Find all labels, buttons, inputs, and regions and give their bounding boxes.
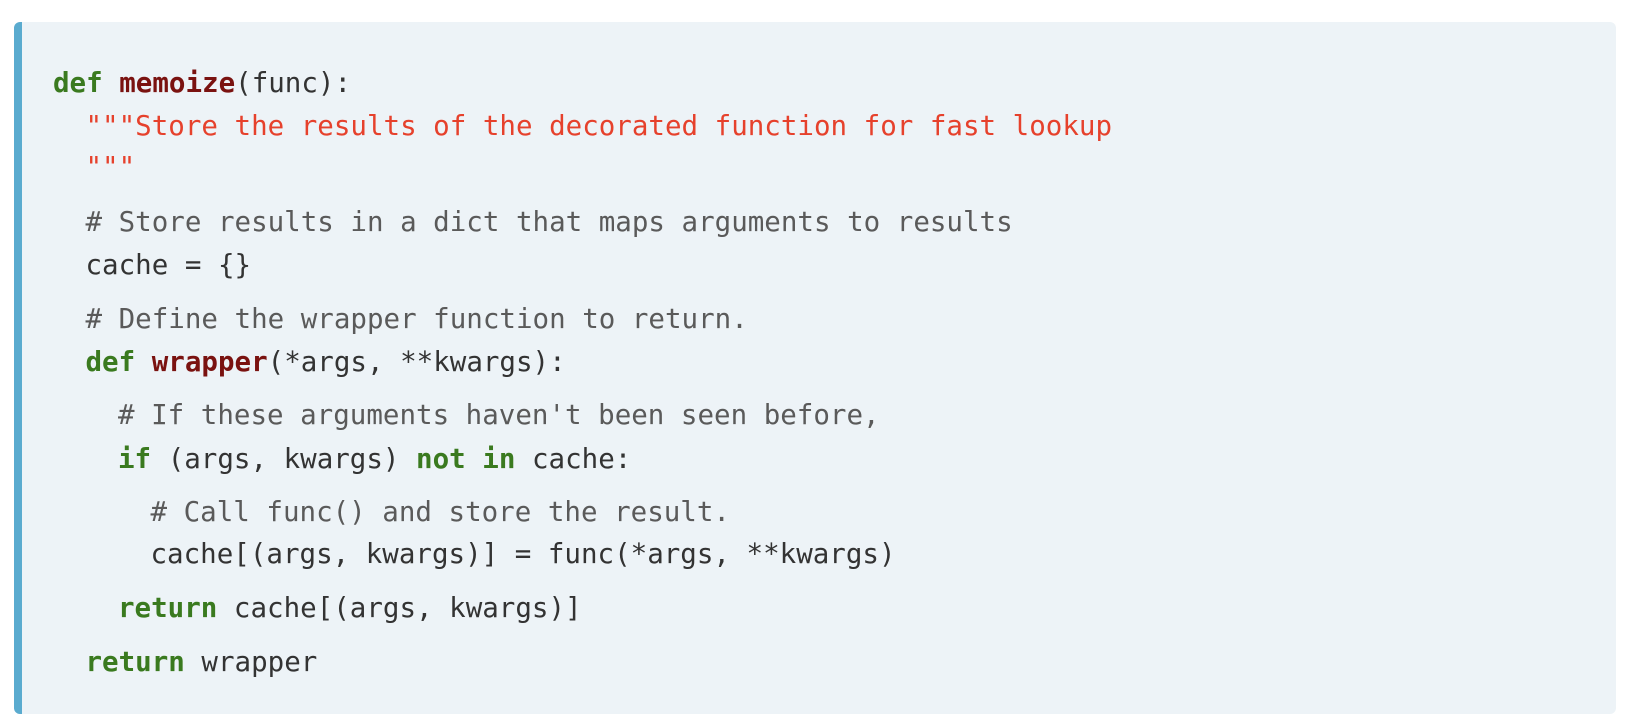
code-line-2: """Store the results of the decorated fu… (53, 106, 1113, 146)
keyword-def: def (53, 67, 103, 99)
docstring-end: """ (85, 151, 136, 183)
comment: # Store results in a dict that maps argu… (85, 206, 1013, 238)
code-line-9: if (args, kwargs) not in cache: (53, 439, 631, 479)
function-name-wrapper: wrapper (151, 346, 268, 378)
keyword-return: return (85, 646, 185, 678)
code-text: cache[(args, kwargs)] (233, 592, 582, 624)
comment: # Define the wrapper function to return. (85, 303, 748, 335)
comment: # Call func() and store the result. (150, 496, 730, 528)
keyword-if: if (118, 443, 152, 475)
code-line-11: cache[(args, kwargs)] = func(*args, **kw… (53, 534, 896, 574)
code-line-12: return cache[(args, kwargs)] (53, 588, 582, 628)
code-text: cache[(args, kwargs)] = func(*args, **kw… (150, 538, 896, 570)
code-line-8: # If these arguments haven't been seen b… (53, 395, 880, 435)
docstring-text: """Store the results of the decorated fu… (85, 110, 1113, 142)
code-line-5: cache = {} (53, 245, 252, 285)
keyword-in: in (482, 443, 516, 475)
code-line-6: # Define the wrapper function to return. (53, 299, 748, 339)
code-block: def memoize(func): """Store the results … (14, 22, 1616, 714)
code-line-10: # Call func() and store the result. (53, 492, 730, 532)
code-line-4: # Store results in a dict that maps argu… (53, 202, 1013, 242)
code-text: (*args, **kwargs): (267, 346, 566, 378)
function-name-memoize: memoize (119, 67, 236, 99)
keyword-def: def (85, 346, 136, 378)
code-text: (func): (235, 67, 352, 99)
code-line-13: return wrapper (53, 642, 318, 682)
keyword-return: return (118, 592, 218, 624)
keyword-not: not (416, 443, 466, 475)
code-text: cache = {} (85, 249, 252, 281)
comment: # If these arguments haven't been seen b… (118, 399, 880, 431)
code-text: wrapper (201, 646, 318, 678)
code-text: cache: (531, 443, 632, 475)
code-content: def memoize(func): """Store the results … (53, 22, 1616, 714)
code-line-1: def memoize(func): (53, 63, 351, 103)
code-line-3: """ (53, 147, 136, 187)
code-line-7: def wrapper(*args, **kwargs): (53, 342, 566, 382)
code-text: (args, kwargs) (167, 443, 400, 475)
